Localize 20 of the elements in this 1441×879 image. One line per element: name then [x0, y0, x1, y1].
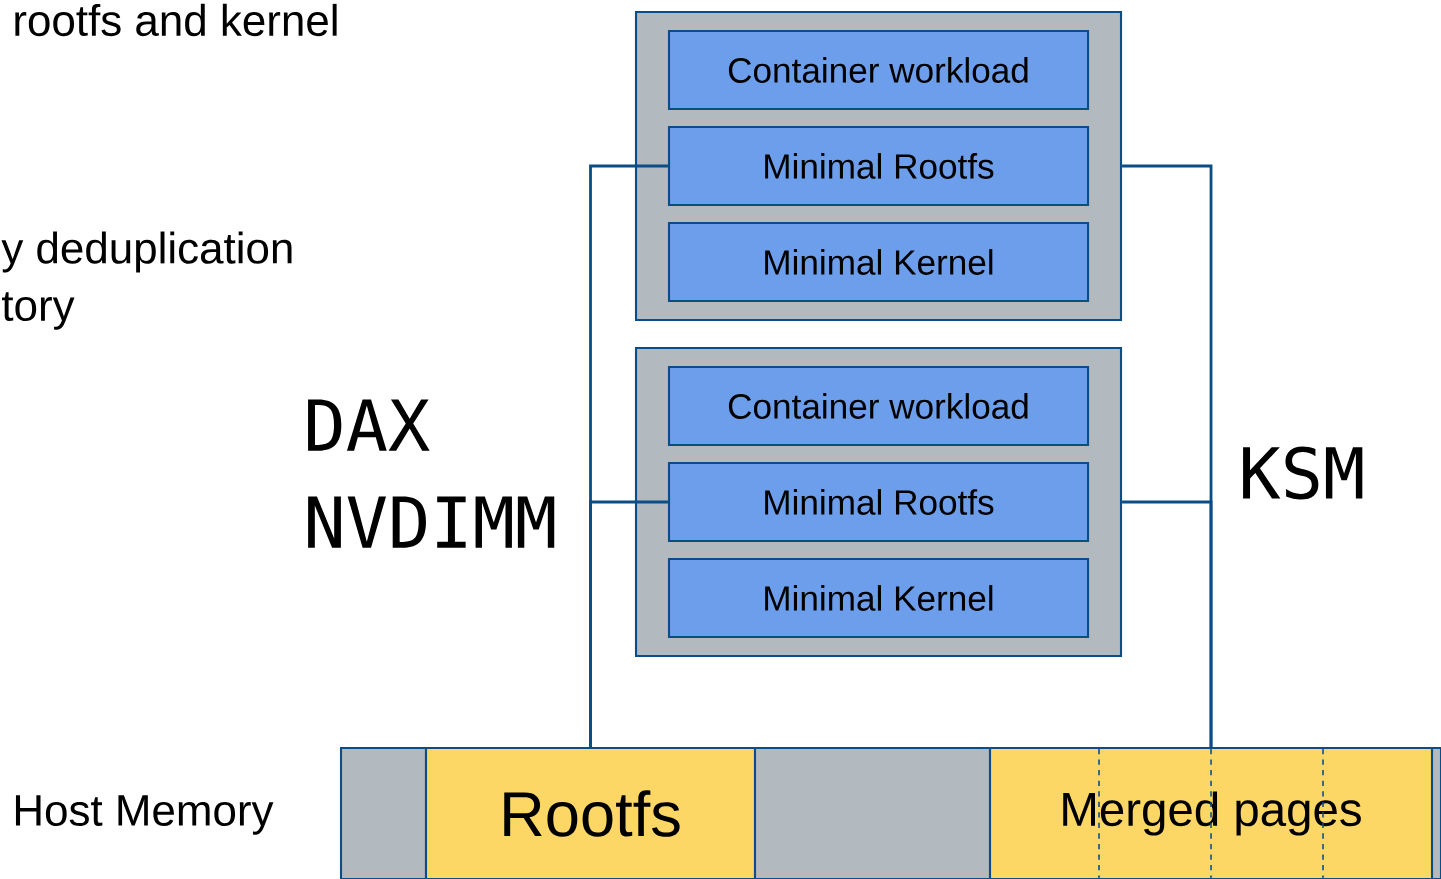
layer-box: Minimal Rootfs — [667, 461, 1090, 543]
connector-line — [589, 500, 668, 747]
layer-box: Minimal Rootfs — [667, 125, 1090, 207]
layer-box: Container workload — [667, 365, 1090, 447]
memory-segment: Rootfs — [424, 746, 757, 879]
memory-segment: Merged pages — [988, 746, 1434, 879]
bullet-text: y deduplication — [1, 231, 292, 273]
bullet-text: tory — [2, 292, 75, 330]
side-label: DAX — [308, 399, 430, 451]
row-label: Host Memory — [15, 795, 274, 835]
layer-box: Minimal Kernel — [667, 557, 1090, 639]
side-label: KSM — [1243, 446, 1363, 500]
layer-box: Minimal Kernel — [667, 221, 1090, 303]
side-label: NVDIMM — [308, 496, 555, 548]
memory-segment — [339, 746, 428, 879]
layer-box: Container workload — [667, 29, 1090, 111]
memory-segment — [753, 746, 992, 879]
bullet-text: rootfs and kernel — [15, 3, 337, 37]
connector-line — [1122, 500, 1213, 747]
memory-segment — [1430, 746, 1441, 879]
